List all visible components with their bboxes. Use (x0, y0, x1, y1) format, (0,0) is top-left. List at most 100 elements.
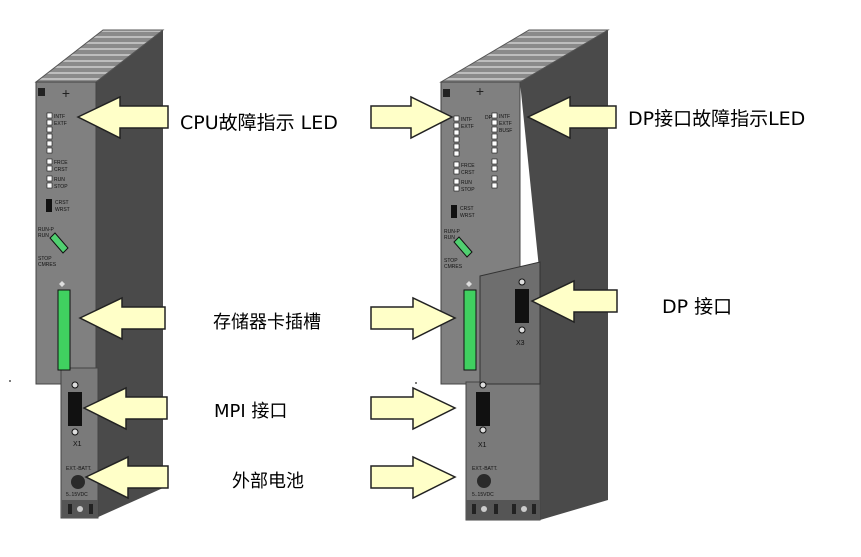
base-clip (494, 504, 498, 514)
led-indicator (453, 129, 460, 136)
led-indicator (491, 182, 498, 189)
base-clip (512, 504, 516, 514)
dp-group-label: DP (485, 115, 493, 121)
battery-label: EXT.-BATT. (472, 466, 497, 472)
ground-symbol-icon: + (476, 83, 484, 99)
screw-icon (518, 278, 526, 286)
arrow-to-right-memory-slot (370, 296, 457, 341)
module-side-panel (520, 30, 608, 520)
led-label: EXTF (54, 121, 67, 127)
led-label: FRCE (461, 163, 475, 169)
led-indicator (453, 185, 460, 192)
port-label-x3: X3 (516, 340, 525, 347)
led-label: BUSF (499, 128, 512, 134)
slot-marker-icon (59, 281, 65, 287)
mpi-port-connector (476, 392, 490, 426)
led-indicator (46, 133, 53, 140)
memory-card-slot (463, 289, 477, 371)
base-clip (89, 504, 93, 514)
screw-icon (479, 381, 487, 389)
led-indicator (491, 147, 498, 154)
led-indicator (46, 182, 53, 189)
stray-dot (415, 382, 417, 384)
arrow-to-right-battery (370, 455, 457, 500)
led-label: FRCE (54, 160, 68, 166)
callout-cpu-fault-led: CPU故障指示 LED (180, 112, 338, 134)
arrow-to-dp-fault-leds (526, 95, 617, 140)
port-label-x1: X1 (73, 441, 82, 448)
mode-label-stop: STOP (38, 256, 52, 262)
port-label-x1: X1 (478, 442, 487, 449)
reset-switch (451, 205, 457, 218)
led-indicator (491, 126, 498, 133)
led-indicator (491, 140, 498, 147)
screw-icon (521, 506, 527, 512)
led-label: INTF (54, 114, 65, 120)
arrow-to-right-mpi-port (370, 386, 457, 431)
led-label: INTF (461, 117, 472, 123)
callout-memory-card-slot: 存储器卡插槽 (213, 312, 321, 333)
led-indicator (453, 150, 460, 157)
led-label: INTF (499, 114, 510, 120)
battery-socket-icon (71, 475, 85, 489)
led-indicator (491, 158, 498, 165)
led-indicator (46, 165, 53, 172)
base-clip (472, 504, 476, 514)
memory-card-slot (57, 289, 71, 371)
stray-dot (9, 380, 11, 382)
callout-dp-fault-led: DP接口故障指示LED (628, 108, 806, 130)
arrow-to-left-battery (84, 455, 169, 500)
reset-switch-label-wrst: WRST (55, 207, 70, 213)
led-label: EXTF (499, 121, 512, 127)
arrow-to-dp-port (530, 279, 618, 324)
base-clip (532, 504, 536, 514)
battery-voltage-label: 5..15VDC (472, 492, 494, 498)
battery-label: EXT.-BATT. (66, 466, 91, 472)
led-indicator (46, 147, 53, 154)
screw-icon (481, 506, 487, 512)
mode-label-cmres: CMRES (444, 264, 463, 270)
module-base (466, 500, 540, 520)
module-badge-icon (38, 88, 45, 96)
arrow-to-left-memory-slot (78, 296, 166, 341)
led-indicator (453, 136, 460, 143)
reset-switch (46, 199, 52, 212)
led-indicator (46, 175, 53, 182)
battery-socket-icon (477, 474, 491, 488)
arrow-to-left-mpi-port (82, 386, 168, 431)
callout-mpi-port: MPI 接口 (214, 401, 288, 422)
screw-icon (479, 426, 487, 434)
led-label: STOP (461, 187, 475, 193)
led-indicator (453, 115, 460, 122)
led-indicator (46, 158, 53, 165)
dp-port-connector (515, 289, 529, 323)
led-indicator (453, 143, 460, 150)
led-label: CRST (461, 170, 475, 176)
led-label: CRST (54, 167, 68, 173)
led-label: EXTF (461, 124, 474, 130)
mode-label-stop: STOP (444, 258, 458, 264)
led-indicator (46, 119, 53, 126)
led-indicator (453, 122, 460, 129)
mode-label-run-p: RUN-P (38, 227, 54, 233)
led-indicator (453, 178, 460, 185)
mode-label-run: RUN (444, 235, 455, 241)
screw-icon (77, 506, 83, 512)
screw-icon (518, 326, 526, 334)
led-indicator (46, 126, 53, 133)
led-indicator (46, 140, 53, 147)
led-indicator (491, 112, 498, 119)
led-indicator (491, 133, 498, 140)
arrow-to-left-fault-leds (76, 95, 169, 140)
led-indicator (491, 175, 498, 182)
ground-symbol-icon: + (62, 85, 70, 101)
reset-switch-label-wrst: WRST (460, 213, 475, 219)
module-badge-icon (443, 89, 450, 97)
battery-voltage-label: 5..15VDC (66, 492, 88, 498)
callout-external-battery: 外部电池 (232, 471, 304, 492)
